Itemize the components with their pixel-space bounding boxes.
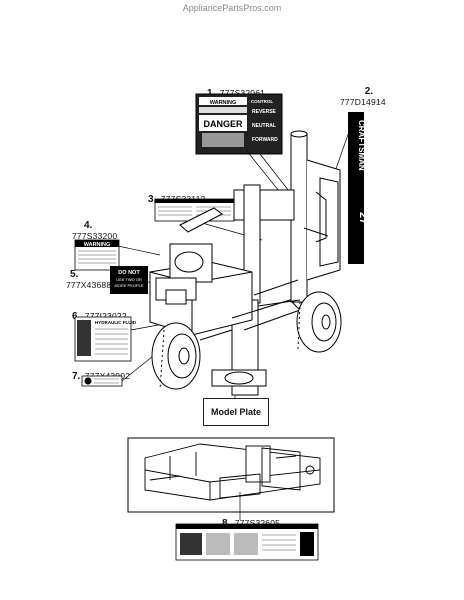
decal-7-fill-label	[81, 375, 123, 387]
part-number: 777S32605	[234, 518, 281, 528]
decal-2-brand-text: CRAFTSMAN	[357, 120, 366, 171]
decal-1-danger-text: DANGER	[203, 119, 243, 129]
callout-2: 2. 777D14914	[340, 86, 386, 107]
decal-1-neutral-text: NEUTRAL	[252, 123, 276, 129]
beam-detail-inset	[127, 437, 335, 513]
decal-1-control-text: CONTROL	[251, 99, 273, 104]
callout-number: 5.	[70, 269, 79, 280]
decal-4-warning-text: WARNING	[84, 242, 111, 248]
callout-6: 6. 777I23022	[72, 306, 127, 324]
callout-number: 6.	[72, 311, 81, 322]
model-plate-label: Model Plate	[203, 398, 269, 426]
callout-number: 3.	[148, 194, 157, 205]
log-splitter-machine	[149, 130, 342, 396]
decal-4-warning: WARNING	[74, 239, 120, 271]
part-number: 777S32061	[219, 88, 266, 98]
decal-1-reverse-text: REVERSE	[252, 109, 277, 115]
decal-1-forward-text: FORWARD	[252, 137, 278, 143]
decal-5-line-1: DO NOT	[118, 270, 140, 276]
callout-4: 4. 777S33200	[72, 220, 117, 241]
decal-6-title-text: HYDRAULIC FLUID	[95, 320, 137, 325]
part-number: 777I23022	[84, 311, 127, 321]
callout-number: 2.	[364, 86, 374, 97]
callout-number: 7.	[72, 371, 81, 382]
callout-number: 8.	[222, 518, 231, 529]
decal-5-line-3: MORE PEOPLE	[114, 283, 143, 288]
part-number: 777S33200	[72, 231, 118, 241]
decal-1-warning-text: WARNING	[210, 100, 237, 106]
decal-1-warning-control: WARNING DANGER CONTROL REVERSE NEUTRAL F…	[195, 93, 283, 155]
callout-5: 5. 777X43688	[66, 269, 111, 290]
decal-5-line-2: USE TWO OR	[116, 277, 142, 282]
part-number: 777X43688	[66, 280, 112, 290]
decal-2-craftsman-strip: CRAFTSMAN 27	[348, 112, 369, 264]
site-watermark: AppliancePartsPros.com	[182, 3, 282, 13]
decal-8-instruction-strip	[175, 523, 319, 561]
callout-8: 8. 777S32605	[222, 513, 280, 531]
callout-number: 4.	[84, 220, 93, 231]
decal-2-rating-text: 27	[357, 212, 369, 224]
decal-6-hydraulic-fluid: HYDRAULIC FLUID	[74, 316, 137, 362]
decal-5-caution: DO NOT USE TWO OR MORE PEOPLE	[110, 266, 148, 294]
part-number: 777D14914	[340, 97, 386, 107]
